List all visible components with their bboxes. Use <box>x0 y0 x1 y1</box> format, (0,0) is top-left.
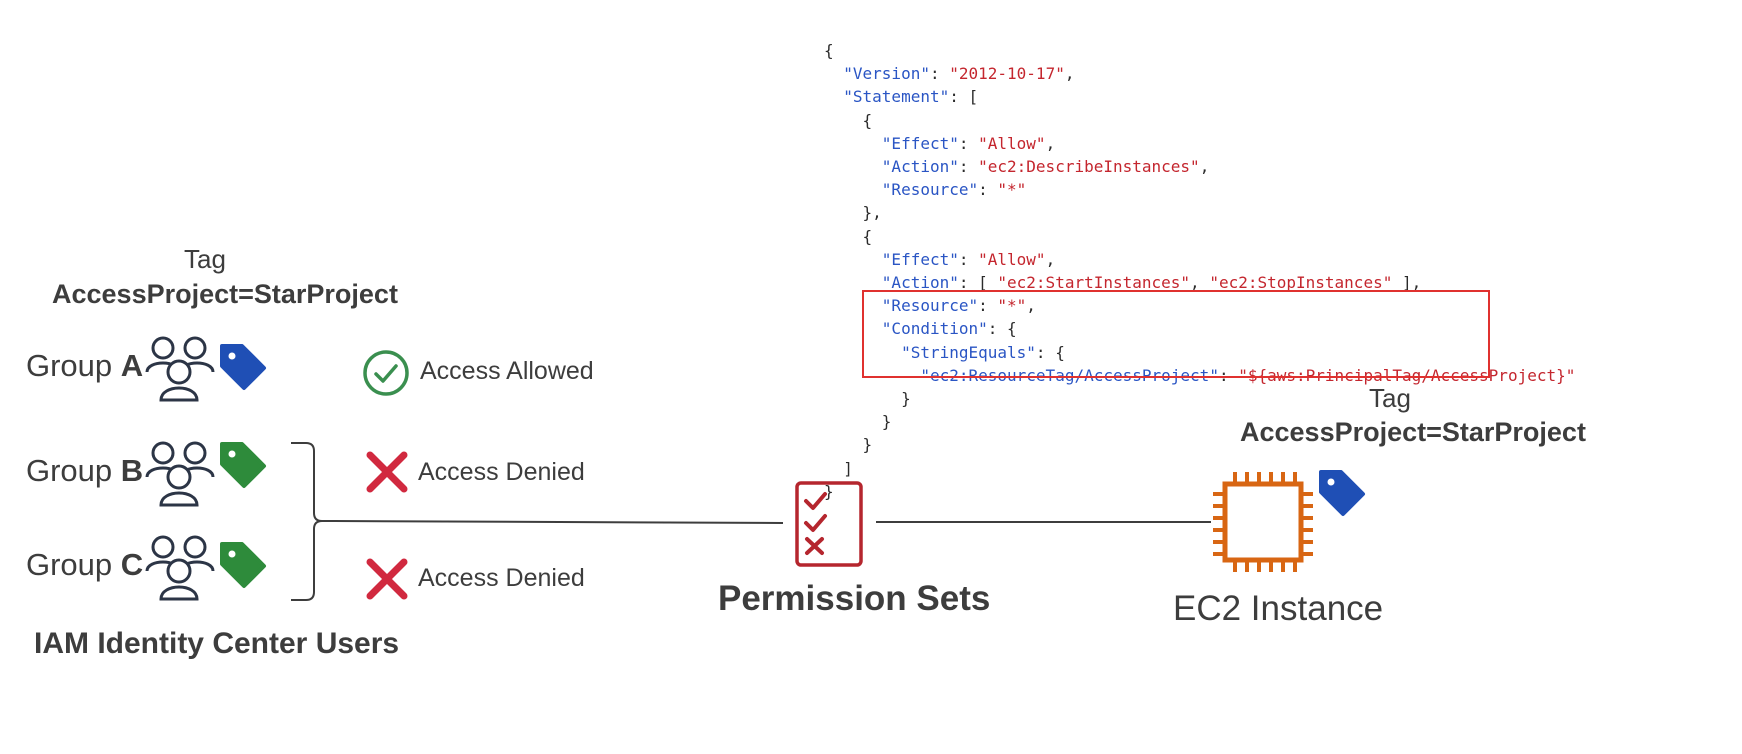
group-a-tag-icon <box>220 344 266 390</box>
instance-tag-title: Tag <box>1369 383 1411 413</box>
group-b-tag-icon <box>220 442 266 488</box>
group-a-label: Group A <box>26 348 144 383</box>
permission-sets-icon <box>795 481 863 567</box>
group-a-status: Access Allowed <box>420 357 594 385</box>
group-a-users-icon <box>145 336 215 402</box>
group-c-status: Access Denied <box>418 564 585 592</box>
permission-sets-label: Permission Sets <box>718 579 991 618</box>
iam-identity-center-users-label: IAM Identity Center Users <box>34 627 400 660</box>
instance-tag-value: AccessProject=StarProject <box>1240 417 1586 447</box>
check-circle-icon <box>363 350 409 396</box>
group-c-users-icon <box>145 535 215 601</box>
group-b-status: Access Denied <box>418 458 585 486</box>
group-c-tag-icon <box>220 542 266 588</box>
users-tag-value: AccessProject=StarProject <box>52 279 398 309</box>
users-tag-title: Tag <box>184 244 226 274</box>
group-b-users-icon <box>145 441 215 507</box>
ec2-tag-icon <box>1319 470 1365 516</box>
group-b-cross-icon <box>366 451 408 493</box>
group-b-label: Group B <box>26 453 144 488</box>
condition-highlight-box <box>862 290 1490 378</box>
group-c-cross-icon <box>366 558 408 600</box>
group-c-label: Group C <box>26 547 144 582</box>
ec2-instance-icon <box>1213 472 1313 572</box>
policy-document: { "Version": "2012-10-17", "Statement": … <box>824 41 1576 501</box>
ec2-instance-label: EC2 Instance <box>1173 589 1384 628</box>
